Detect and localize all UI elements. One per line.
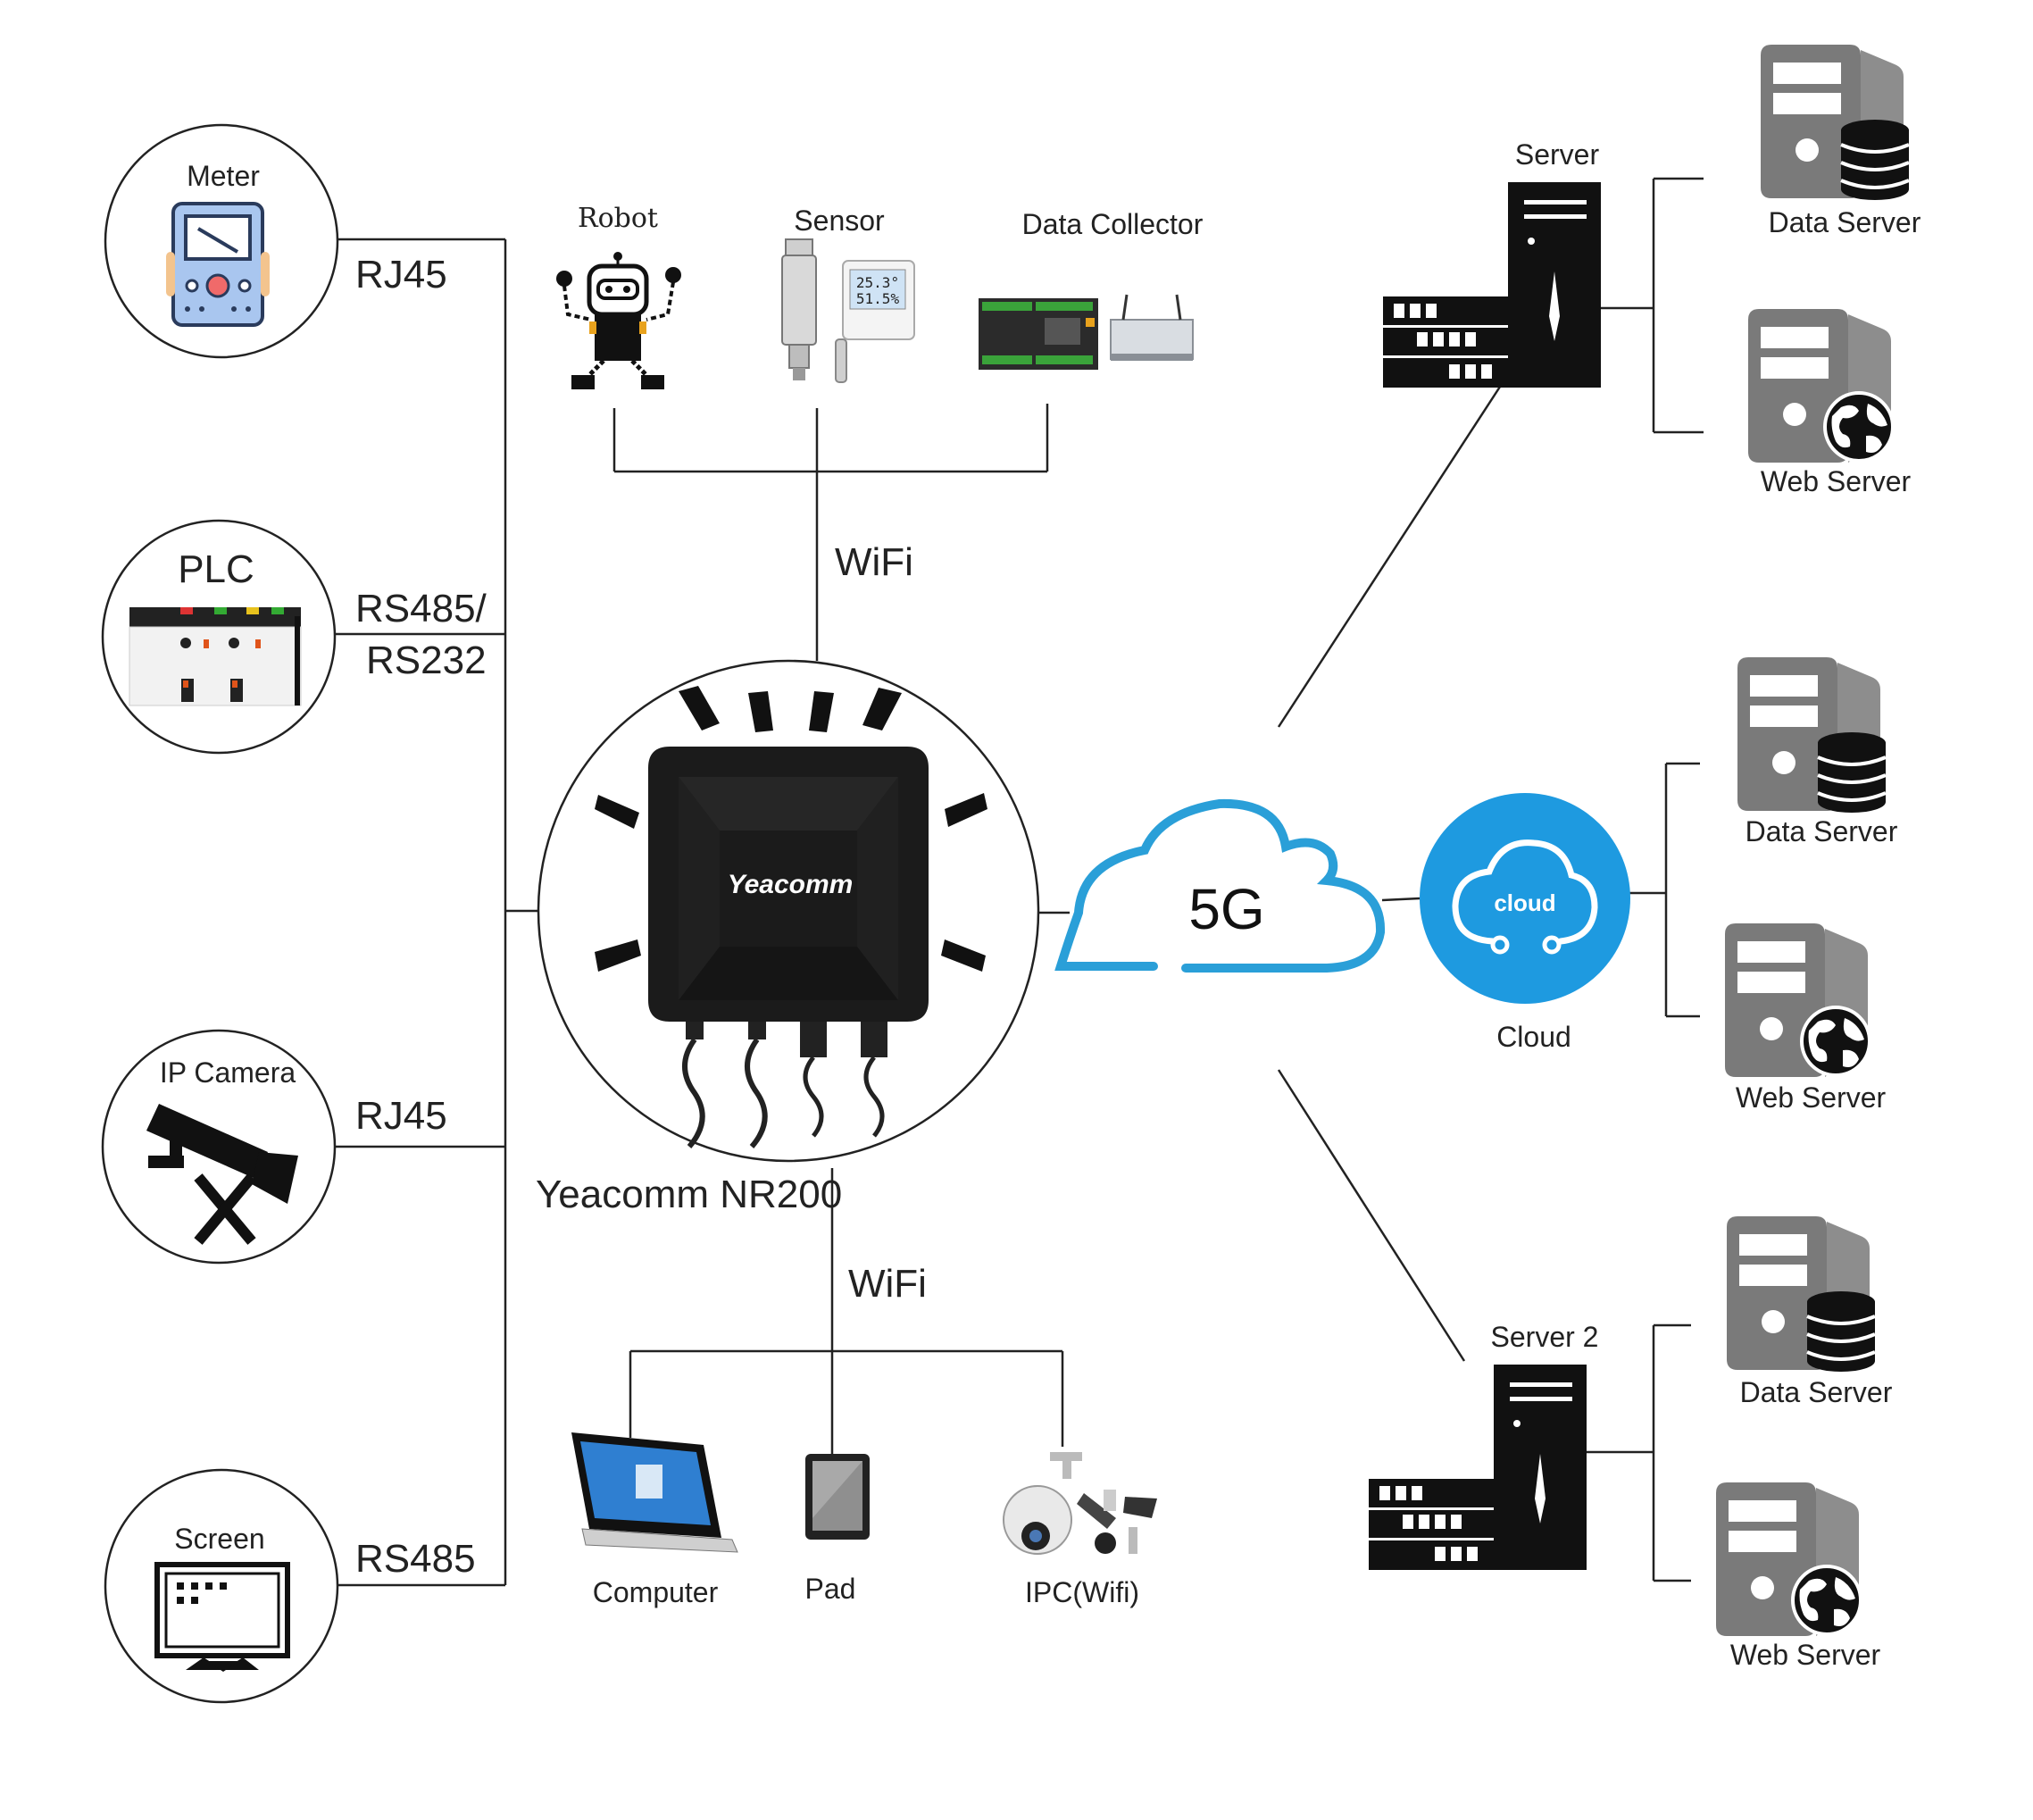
rs485-rs232-label-line2: RS232 (366, 639, 487, 682)
sensor-display-temp: 25.3° (856, 274, 899, 291)
robot-label: Robot (578, 203, 658, 234)
five-g-cloud-outline (1054, 798, 1386, 973)
web-server-icon (1716, 1482, 1862, 1636)
wifi-top-label: WiFi (835, 540, 913, 584)
meter-node[interactable]: Meter (104, 123, 339, 359)
screen-label: Screen (174, 1523, 264, 1555)
meter-label: Meter (187, 160, 260, 192)
server-rack-icon (1369, 1365, 1587, 1570)
server-rack-icon (1383, 182, 1601, 388)
plc-label: PLC (178, 547, 254, 591)
bottom-wifi-wires (629, 1168, 1064, 1456)
data-server-label: Data Server (1769, 206, 1921, 238)
sensor-icon: 25.3° 51.5% (781, 238, 915, 383)
router-node[interactable]: Yeacomm Yeacomm NR200 (536, 659, 1040, 1216)
ipc-camera-icon (1003, 1452, 1157, 1555)
data-collector-device[interactable]: Data Collector (979, 208, 1204, 370)
router-model-label: Yeacomm NR200 (536, 1173, 842, 1216)
wifi-bottom-label: WiFi (848, 1262, 927, 1306)
plc-icon (129, 607, 302, 706)
sensor-display-humidity: 51.5% (856, 290, 900, 307)
rs485-rs232-label-line1: RS485/ (355, 587, 487, 630)
laptop-icon (571, 1432, 738, 1553)
screen-icon (154, 1562, 290, 1672)
tablet-icon (805, 1454, 870, 1540)
web-server-label: Web Server (1761, 465, 1912, 497)
web-server-label: Web Server (1730, 1639, 1881, 1671)
plc-node[interactable]: PLC (101, 519, 337, 755)
data-server-mid[interactable]: Data Server (1737, 657, 1898, 847)
rj45-bottom-label: RJ45 (355, 1094, 447, 1138)
left-bus-wires (335, 238, 538, 1587)
data-server-label: Data Server (1740, 1376, 1893, 1408)
ipc-label: IPC(Wifi) (1025, 1576, 1139, 1608)
web-server-icon (1725, 923, 1871, 1077)
web-server-mid[interactable]: Web Server (1725, 923, 1887, 1114)
web-server-label: Web Server (1736, 1081, 1887, 1114)
computer-label: Computer (593, 1576, 719, 1608)
router-antennas (595, 686, 987, 972)
server-bottom-label: Server 2 (1491, 1321, 1599, 1353)
five-g-label: 5G (1188, 877, 1264, 941)
ip-camera-label: IP Camera (160, 1056, 296, 1089)
data-server-icon (1727, 1216, 1877, 1373)
ip-camera-node[interactable]: IP Camera (101, 1029, 337, 1265)
router-brand-logo: Yeacomm (728, 870, 854, 899)
server-top-label: Server (1515, 138, 1600, 171)
data-collector-icon (979, 294, 1194, 370)
pad-label: Pad (805, 1573, 856, 1605)
data-server-top[interactable]: Data Server (1761, 45, 1921, 238)
computer-device[interactable]: Computer (571, 1432, 738, 1608)
cloud-label: Cloud (1496, 1021, 1571, 1053)
meter-icon (166, 202, 270, 327)
rj45-top-label: RJ45 (355, 253, 447, 296)
screen-node[interactable]: Screen (104, 1468, 339, 1704)
data-server-label: Data Server (1746, 815, 1898, 847)
top-wifi-wires (612, 404, 1049, 661)
sensor-device[interactable]: Sensor 25.3° 51.5% (781, 205, 915, 383)
pad-device[interactable]: Pad (805, 1454, 870, 1605)
server-top-node[interactable]: Server (1383, 138, 1601, 388)
robot-device[interactable]: Robot (556, 203, 681, 389)
cloud-service-node[interactable]: cloud Cloud (1420, 793, 1630, 1053)
cloud-badge-circle (1420, 793, 1630, 1004)
data-server-bottom[interactable]: Data Server (1727, 1216, 1893, 1408)
robot-icon (556, 252, 681, 389)
five-g-cloud[interactable]: 5G (1054, 798, 1386, 973)
rs485-label: RS485 (355, 1537, 476, 1581)
wan-wires (1038, 386, 1502, 1362)
web-server-top[interactable]: Web Server (1748, 309, 1912, 497)
ipc-device[interactable]: IPC(Wifi) (1003, 1452, 1157, 1608)
cloud-badge-text: cloud (1494, 889, 1555, 916)
server-bracket-wires (1586, 177, 1704, 1582)
web-server-bottom[interactable]: Web Server (1716, 1482, 1881, 1671)
router-cables (682, 1022, 887, 1148)
data-server-icon (1761, 45, 1911, 202)
camera-icon (146, 1104, 298, 1245)
data-collector-label: Data Collector (1022, 208, 1204, 240)
cloud-icon (1452, 839, 1598, 945)
web-server-icon (1748, 309, 1895, 463)
server-bottom-node[interactable]: Server 2 (1369, 1321, 1598, 1570)
data-server-icon (1737, 657, 1887, 814)
router-icon (648, 747, 929, 1022)
sensor-label: Sensor (794, 205, 885, 237)
